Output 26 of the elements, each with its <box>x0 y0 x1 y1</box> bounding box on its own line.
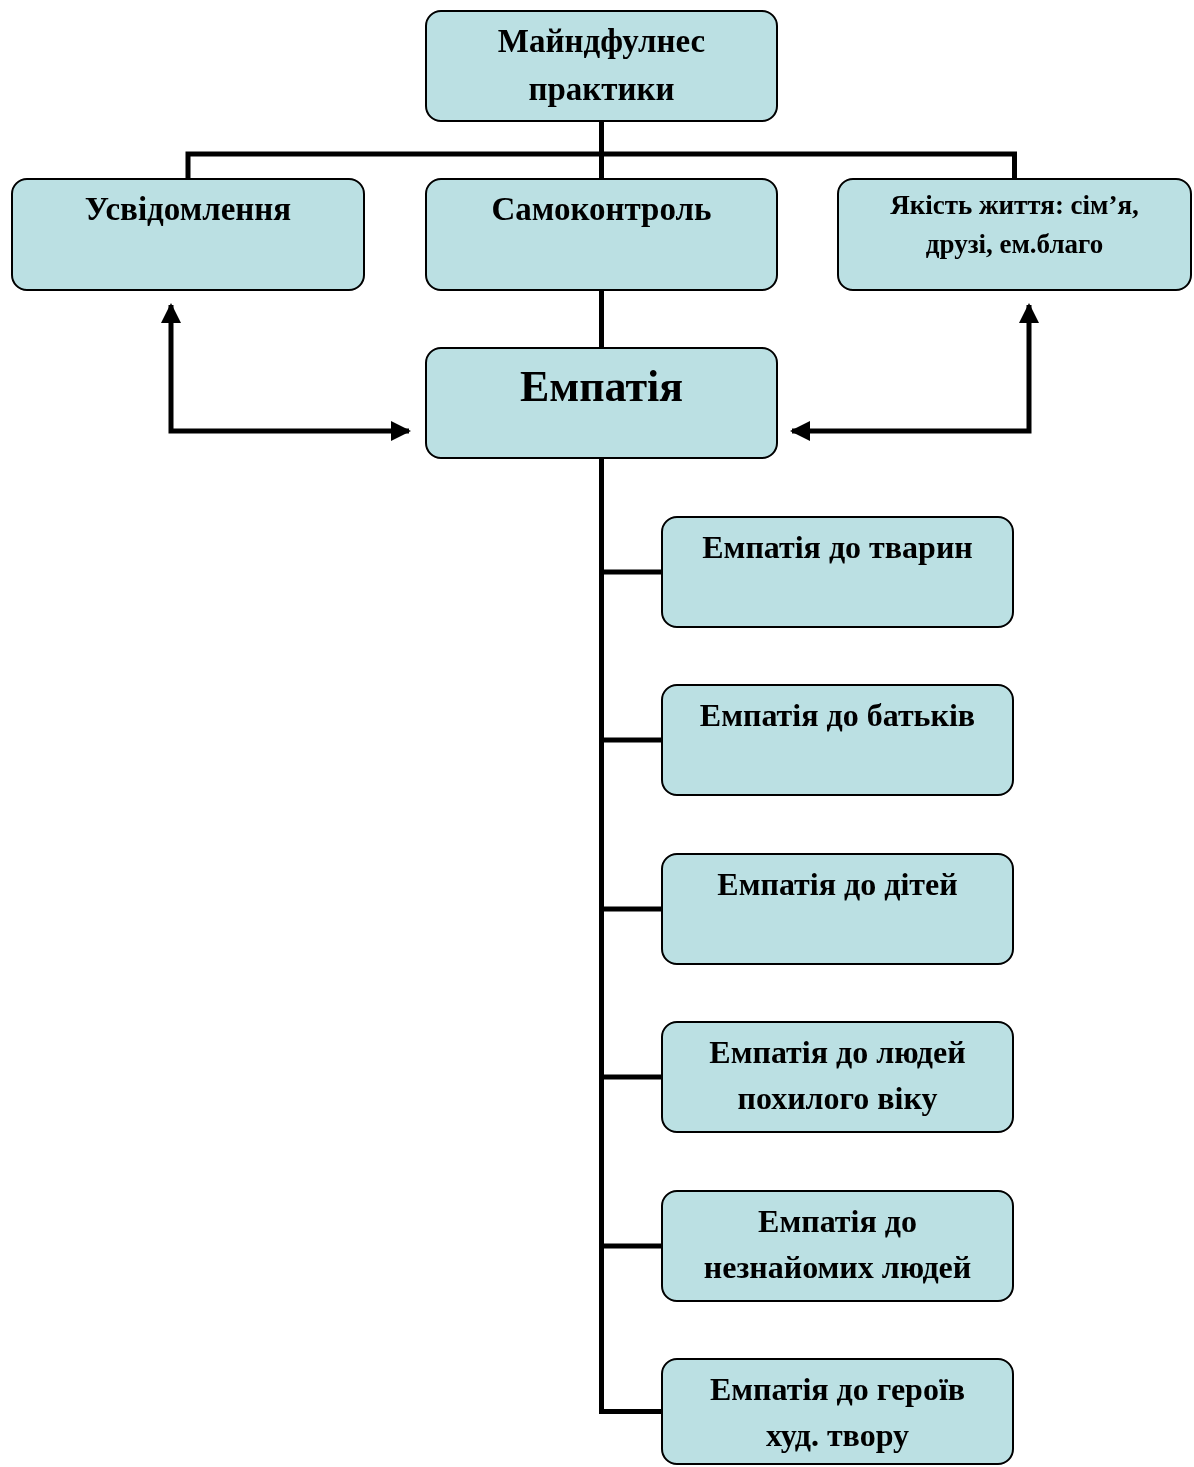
box-label: Якість життя: сім’я, друзі, ем.благо <box>889 189 1140 262</box>
box-label: Усвідомлення <box>83 190 293 229</box>
process-box <box>425 347 778 459</box>
connector-line <box>599 291 604 347</box>
process-box <box>425 178 778 291</box>
box-label: Емпатія до батьків <box>698 696 977 735</box>
box-label: Емпатія до незнайомих людей <box>702 1202 973 1288</box>
process-box <box>661 1021 1014 1133</box>
process-box <box>11 178 365 291</box>
process-box <box>661 1358 1014 1465</box>
box-label: Емпатія <box>518 361 685 413</box>
arrow <box>790 303 1039 441</box>
connector-line <box>599 122 1017 178</box>
box-label: Емпатія до дітей <box>716 865 959 904</box>
process-box <box>661 516 1014 628</box>
arrow <box>161 303 411 441</box>
process-box <box>661 684 1014 796</box>
box-label: Емпатія до тварин <box>701 528 974 567</box>
box-label: Майндфулнес практики <box>496 22 707 109</box>
box-label: Емпатія до людей похилого віку <box>708 1033 967 1119</box>
process-box <box>661 853 1014 965</box>
process-box <box>425 10 778 122</box>
process-box <box>661 1190 1014 1302</box>
box-label: Самоконтроль <box>490 190 713 229</box>
process-box <box>837 178 1192 291</box>
box-label: Емпатія до героїв худ. твору <box>708 1370 967 1456</box>
